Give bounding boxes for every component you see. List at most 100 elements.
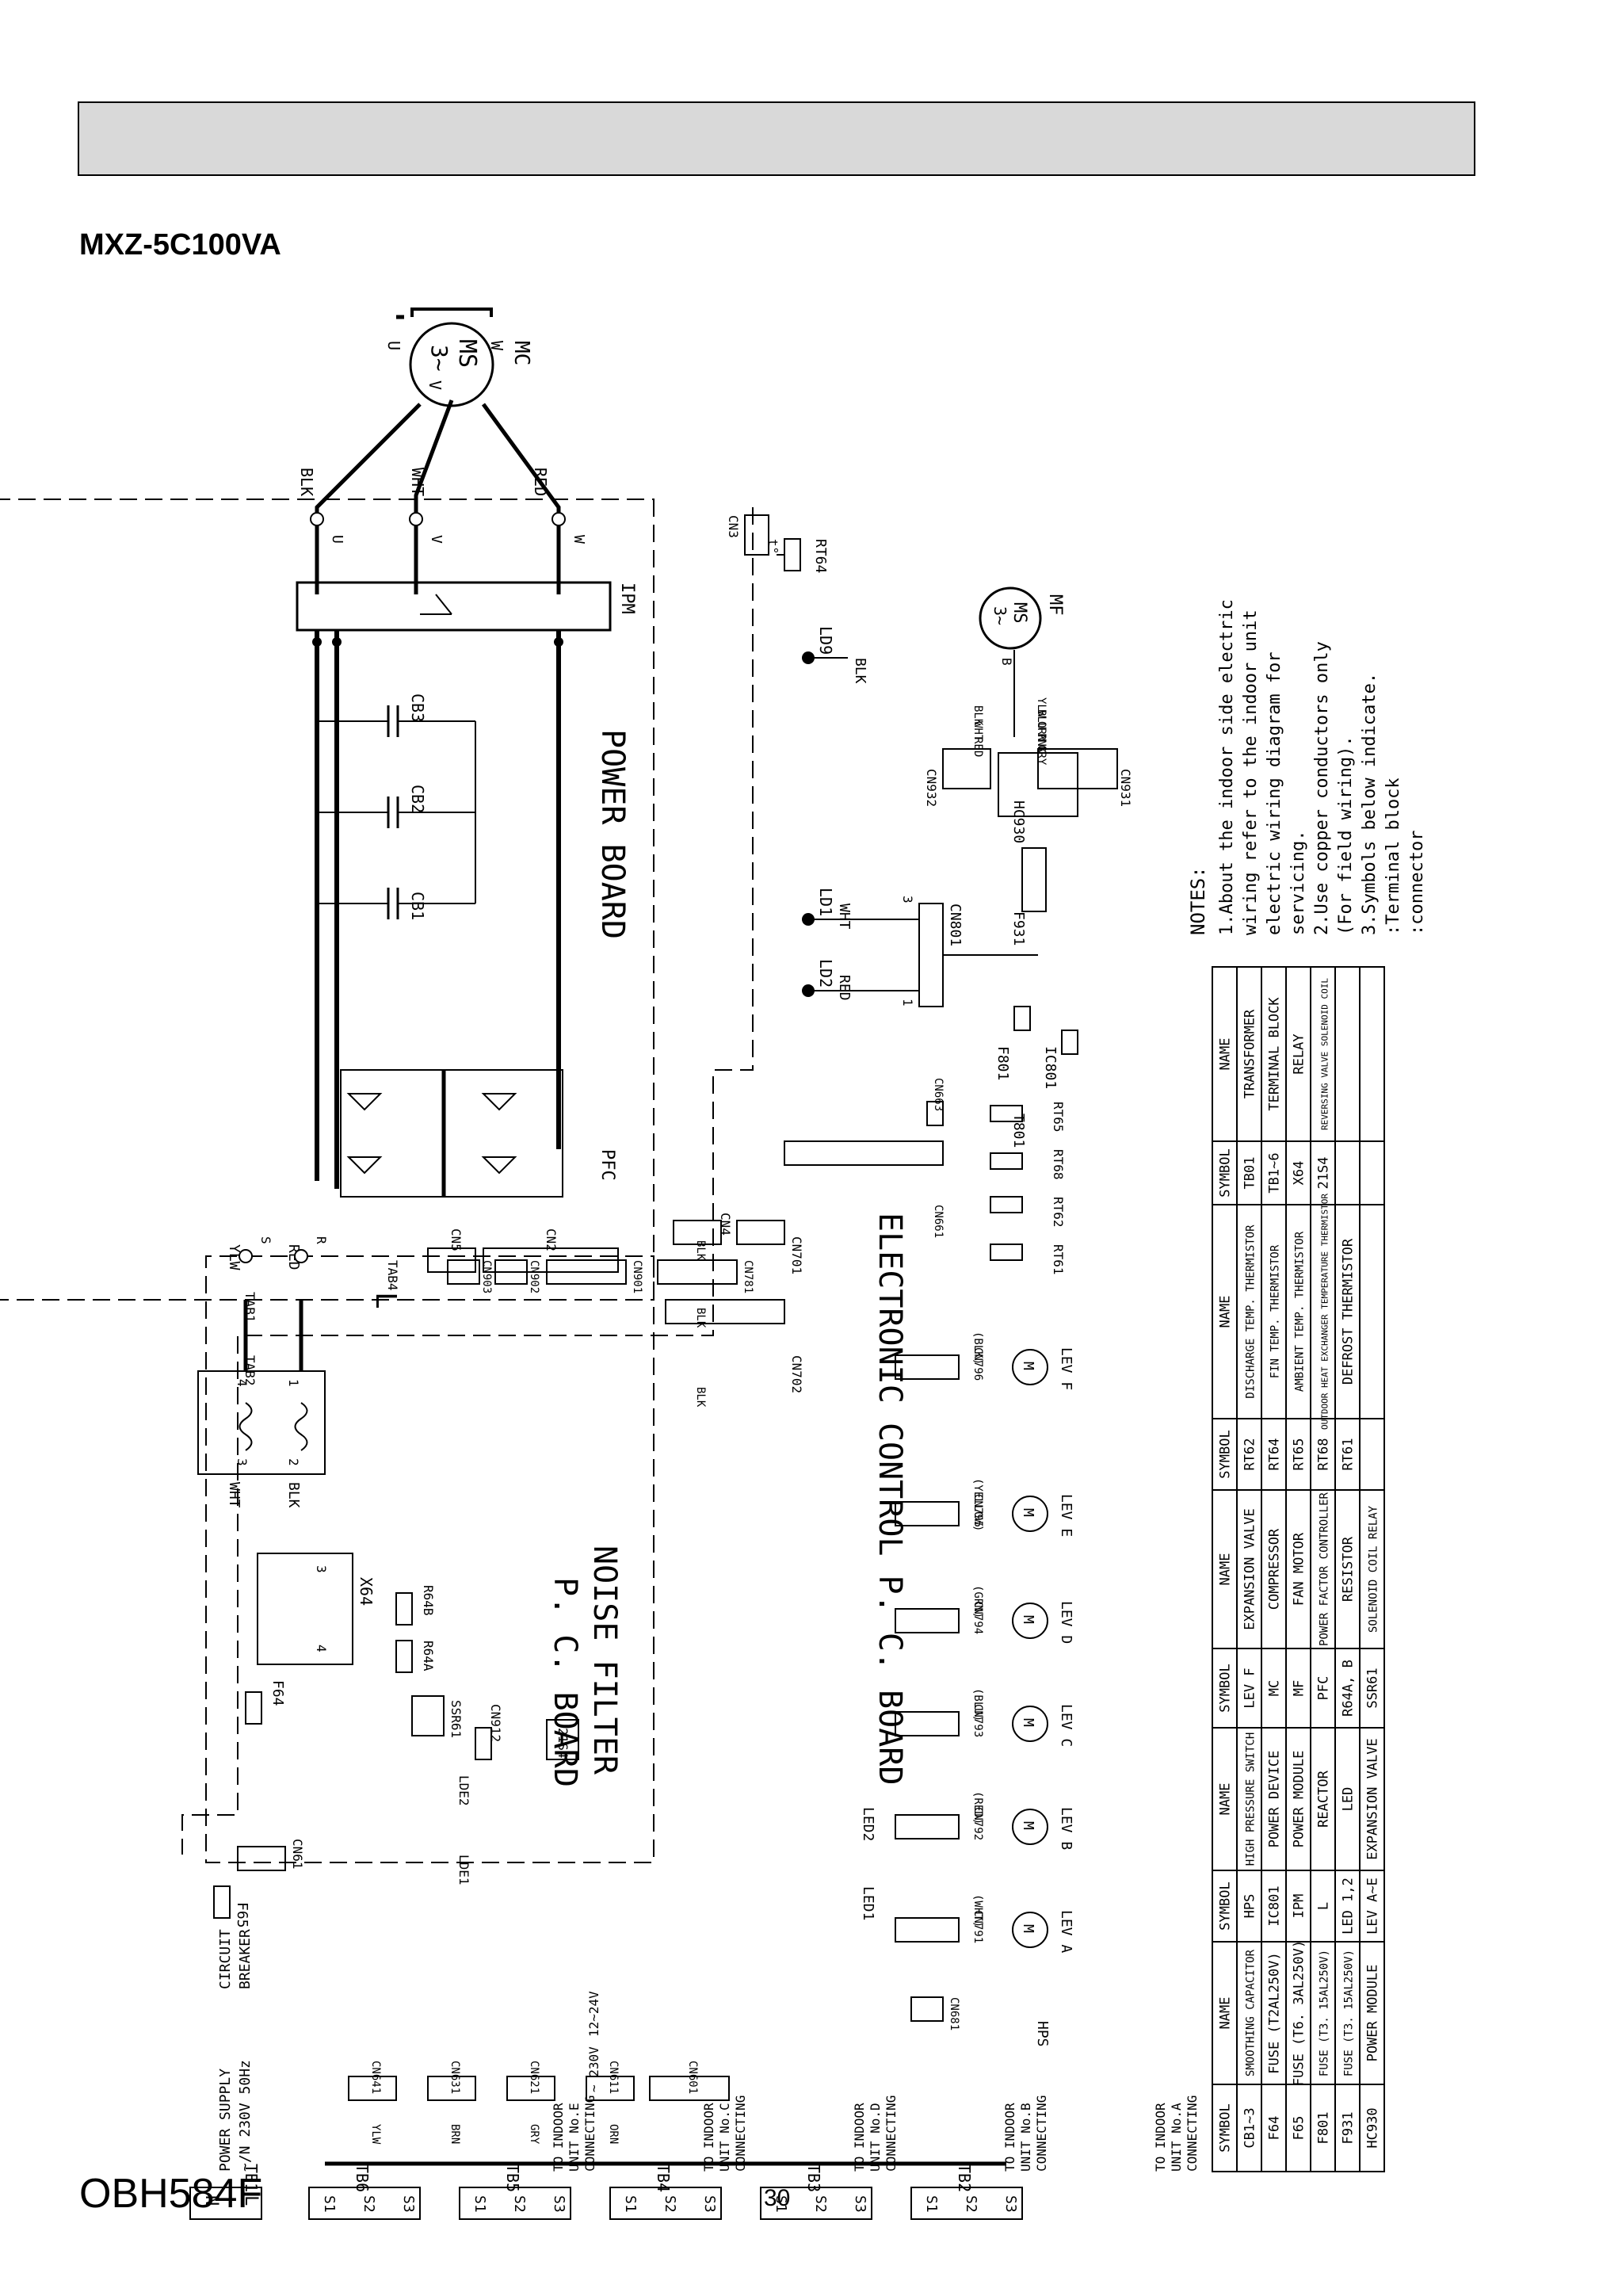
svg-text:RT64: RT64 <box>812 539 829 573</box>
svg-text:3: 3 <box>235 1458 250 1466</box>
svg-text:CN792: CN792 <box>971 1807 984 1840</box>
svg-text:CN702: CN702 <box>789 1355 804 1393</box>
svg-text:S2: S2 <box>511 2195 528 2213</box>
cn902-connector <box>494 1259 528 1285</box>
f64-fuse <box>245 1691 262 1725</box>
cn801-connector <box>918 903 944 1007</box>
cn932-connector <box>942 748 991 789</box>
svg-text:S3: S3 <box>701 2195 718 2213</box>
svg-text:S1: S1 <box>773 2195 789 2213</box>
svg-text:CN61: CN61 <box>290 1839 305 1870</box>
svg-text:R64B: R64B <box>421 1585 436 1616</box>
svg-text:RED: RED <box>531 468 550 496</box>
cn931-connector <box>1037 748 1118 789</box>
model-title: MXZ-5C100VA <box>79 228 281 262</box>
svg-text:MF: MF <box>1045 594 1065 616</box>
cn702-connector <box>665 1299 785 1324</box>
svg-text:1: 1 <box>900 999 915 1007</box>
thermistor-rt65: RT65 <box>990 1102 1066 1133</box>
svg-text:T801: T801 <box>1010 1114 1027 1148</box>
svg-text:M: M <box>1020 1362 1036 1370</box>
svg-text:W: W <box>571 535 587 544</box>
svg-text:R: R <box>314 1236 329 1244</box>
svg-text:N: N <box>201 2195 221 2206</box>
terminal-block-tb1: TB1 L N <box>189 2164 262 2220</box>
svg-text:BLK: BLK <box>694 1308 707 1328</box>
svg-text:S2: S2 <box>662 2195 678 2213</box>
svg-text:CN5: CN5 <box>448 1228 464 1251</box>
svg-text:CN2: CN2 <box>544 1228 559 1251</box>
svg-text:LD2: LD2 <box>816 959 835 988</box>
ipm-block <box>296 581 612 632</box>
svg-text:1: 1 <box>286 1379 301 1387</box>
cn781-connector <box>657 1259 738 1285</box>
svg-text:F931: F931 <box>1010 911 1027 946</box>
header-bar <box>78 101 1475 176</box>
cn701-connector <box>736 1220 785 1245</box>
power-board-outline <box>0 499 655 1301</box>
thermistor-rt62: RT62 <box>990 1196 1066 1228</box>
svg-text:TAB4: TAB4 <box>385 1260 400 1291</box>
svg-text:F64: F64 <box>269 1680 286 1706</box>
cn601-connector: CN601 <box>649 2061 730 2101</box>
x64-relay <box>257 1553 353 1665</box>
svg-text:X64: X64 <box>357 1577 376 1606</box>
lev-a: CN791 (WHT) M LEV A <box>895 1894 1074 1953</box>
svg-text:CB3: CB3 <box>408 693 427 722</box>
svg-text:BLU: BLU <box>1035 709 1048 729</box>
lev-c: CN793 (BLU) M LEV C <box>895 1688 1074 1747</box>
svg-text:CB2: CB2 <box>408 785 427 813</box>
svg-text:HC930: HC930 <box>1010 800 1027 843</box>
svg-text:LED1: LED1 <box>860 1886 876 1920</box>
svg-text:CN796: CN796 <box>971 1347 984 1381</box>
svg-text:WHT: WHT <box>836 904 853 930</box>
thermistor-rt61: RT61 <box>990 1244 1066 1275</box>
lev-f: CN796 (BLK) M LEV F <box>895 1331 1074 1390</box>
ssr61-relay <box>411 1695 445 1736</box>
svg-text:4: 4 <box>314 1645 329 1652</box>
terminal-block-tb4: TB4 S1 S2 S3 <box>609 2164 722 2220</box>
capacitor-cb3: CB3 <box>317 693 475 737</box>
ecpc-board-outline <box>181 507 754 1855</box>
svg-text:TB6: TB6 <box>353 2164 372 2192</box>
svg-text:ORN: ORN <box>1035 721 1048 741</box>
thermistor-rt68: RT68 <box>990 1149 1066 1180</box>
svg-text:TB4: TB4 <box>654 2164 673 2192</box>
f65-fuse <box>213 1885 231 1919</box>
svg-text:PNK: PNK <box>1035 733 1048 754</box>
svg-text:S3: S3 <box>852 2195 868 2213</box>
svg-text:RT68: RT68 <box>1051 1149 1066 1180</box>
svg-text:S2: S2 <box>812 2195 829 2213</box>
svg-text:(BLK): (BLK) <box>971 1331 984 1365</box>
svg-text:RT61: RT61 <box>1051 1244 1066 1275</box>
svg-text:PFC: PFC <box>597 1149 617 1181</box>
svg-text:U: U <box>384 341 403 350</box>
svg-text:CN661: CN661 <box>932 1205 945 1238</box>
svg-text:CN641: CN641 <box>369 2061 382 2094</box>
svg-text:CN901: CN901 <box>631 1260 643 1293</box>
document-code: OBH584F <box>79 2171 263 2217</box>
svg-text:M: M <box>1020 1508 1036 1517</box>
svg-text:S2: S2 <box>361 2195 377 2213</box>
svg-text:TB3: TB3 <box>804 2164 823 2192</box>
svg-text:M: M <box>1020 1924 1036 1933</box>
svg-text:TB5: TB5 <box>503 2164 522 2192</box>
svg-text:L: L <box>241 2195 261 2206</box>
terminal-block-tb5: TB5 S1 S2 S3 <box>459 2164 571 2220</box>
svg-text:YLW: YLW <box>226 1244 242 1270</box>
svg-text:CN793: CN793 <box>971 1704 984 1737</box>
svg-text:t°: t° <box>765 539 780 554</box>
svg-text:W: W <box>487 341 506 351</box>
svg-text:F65: F65 <box>234 1902 250 1928</box>
power-board-title: POWER BOARD <box>594 729 631 939</box>
svg-text:U: U <box>329 535 345 544</box>
svg-text:LED2: LED2 <box>860 1807 876 1841</box>
capacitor-cb1: CB1 <box>317 888 475 920</box>
svg-text:(GRN): (GRN) <box>971 1585 984 1618</box>
svg-text:3: 3 <box>314 1565 329 1573</box>
noise-filter-board-outline <box>205 1255 655 1863</box>
